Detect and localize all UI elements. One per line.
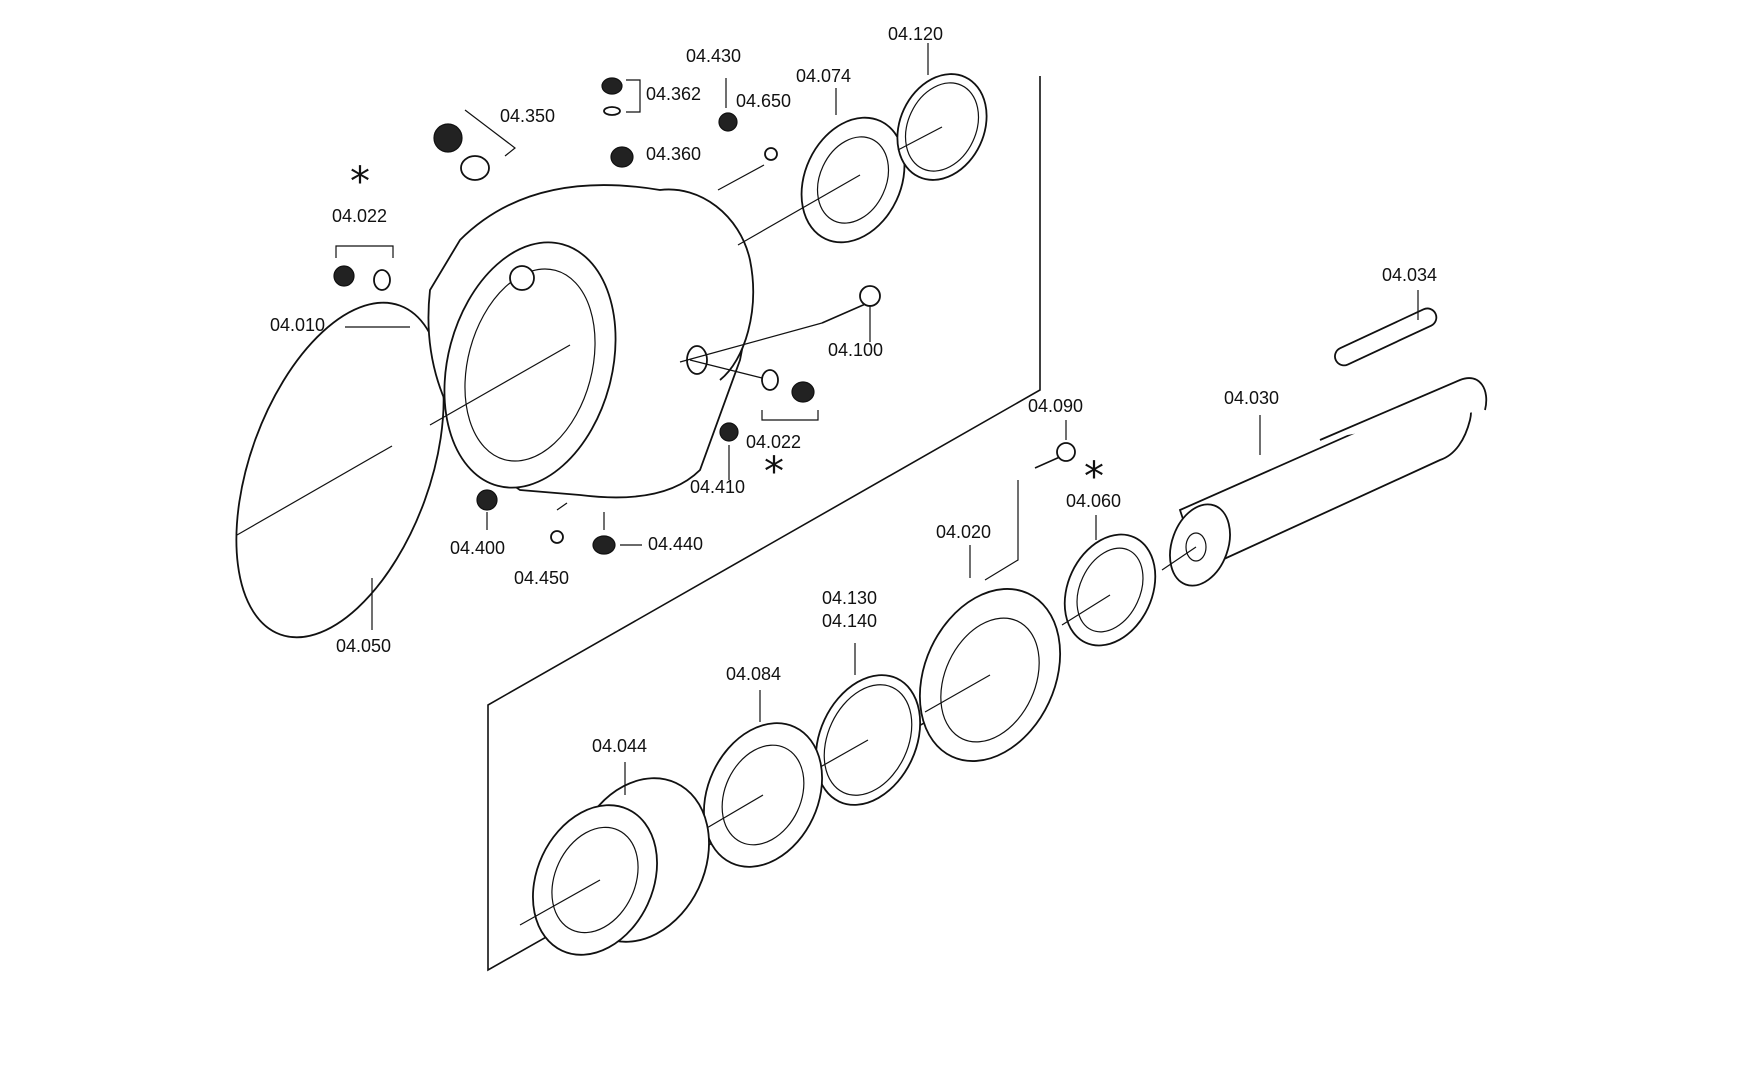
asterisk-markers: * * * bbox=[350, 159, 1104, 500]
asterisk-marker-upper: * bbox=[350, 159, 370, 205]
label-04-074: 04.074 bbox=[796, 66, 851, 86]
asterisk-marker-right: * bbox=[1084, 454, 1104, 500]
label-04-034: 04.034 bbox=[1382, 265, 1437, 285]
label-04-140: 04.140 bbox=[822, 611, 877, 631]
label-04-130: 04.130 bbox=[822, 588, 877, 608]
sleeve-04-044 bbox=[519, 762, 710, 956]
label-04-084: 04.084 bbox=[726, 664, 781, 684]
label-04-450: 04.450 bbox=[514, 568, 569, 588]
bearing-04-084 bbox=[699, 690, 823, 868]
label-04-090: 04.090 bbox=[1028, 396, 1083, 416]
small-parts-bottom bbox=[476, 422, 739, 555]
label-04-030: 04.030 bbox=[1224, 388, 1279, 408]
plug-04-022-upper bbox=[333, 245, 394, 291]
label-04-410: 04.410 bbox=[690, 477, 745, 497]
label-04-440: 04.440 bbox=[648, 534, 703, 554]
label-04-650: 04.650 bbox=[736, 91, 791, 111]
asterisk-marker-lower: * bbox=[764, 449, 784, 495]
label-04-020: 04.020 bbox=[936, 522, 991, 542]
label-04-350: 04.350 bbox=[500, 106, 555, 126]
flange-04-020 bbox=[918, 545, 1062, 762]
label-04-050: 04.050 bbox=[336, 636, 391, 656]
housing-04-010 bbox=[345, 184, 754, 499]
label-04-120: 04.120 bbox=[888, 24, 943, 44]
label-04-360: 04.360 bbox=[646, 144, 701, 164]
label-04-430: 04.430 bbox=[686, 46, 741, 66]
shaft-04-030 bbox=[1161, 377, 1488, 587]
bearing-04-074 bbox=[737, 88, 906, 246]
ring-04-130 bbox=[814, 643, 922, 806]
screw-04-090 bbox=[984, 420, 1076, 581]
plug-04-350 bbox=[433, 109, 516, 181]
label-04-022-upper: 04.022 bbox=[332, 206, 387, 226]
label-04-400: 04.400 bbox=[450, 538, 505, 558]
bolt-04-100 bbox=[679, 285, 881, 363]
label-04-060: 04.060 bbox=[1066, 491, 1121, 511]
ring-04-120 bbox=[896, 43, 988, 181]
label-04-100: 04.100 bbox=[828, 340, 883, 360]
label-04-362: 04.362 bbox=[646, 84, 701, 104]
seal-04-060 bbox=[1061, 515, 1157, 647]
label-04-010: 04.010 bbox=[270, 315, 325, 335]
label-04-044: 04.044 bbox=[592, 736, 647, 756]
plug-04-022-lower bbox=[689, 359, 819, 421]
part-labels: 04.120 04.074 04.430 04.650 04.362 04.36… bbox=[270, 24, 1437, 756]
label-04-022-lower: 04.022 bbox=[746, 432, 801, 452]
small-parts-top bbox=[601, 77, 778, 191]
o-ring-04-050 bbox=[235, 301, 445, 639]
key-04-034 bbox=[1334, 290, 1438, 367]
